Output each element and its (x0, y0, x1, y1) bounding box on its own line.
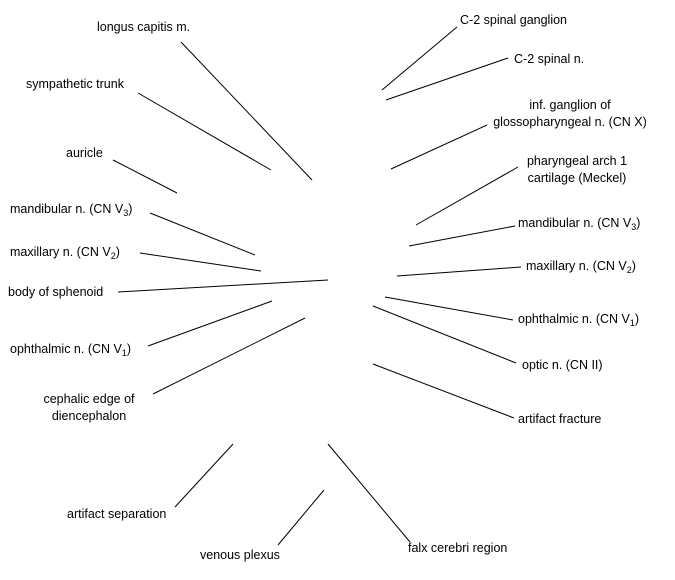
leader-c2-ganglion (381, 26, 458, 91)
leader-c2-spinal-n (385, 57, 509, 101)
label-mandibular-right: mandibular n. (CN V3) (518, 216, 641, 232)
leader-mandibular-left (149, 212, 256, 256)
label-inf-ganglion: inf. ganglion of glossopharyngeal n. (CN… (493, 98, 647, 129)
label-c2-spinal-ganglion: C-2 spinal ganglion (460, 13, 568, 27)
leader-pharyngeal-arch (415, 166, 519, 226)
leader-artifact-fracture (372, 363, 515, 419)
label-cephalic-edge: cephalic edge of diencephalon (43, 392, 135, 423)
label-optic-n: optic n. (CN II) (522, 358, 603, 372)
label-venous-plexus: venous plexus (200, 548, 280, 562)
leader-ophthalmic-right (384, 296, 514, 321)
leader-auricle (112, 159, 178, 194)
label-ophthalmic-right: ophthalmic n. (CN V1) (518, 312, 640, 328)
label-mandibular-left: mandibular n. (CN V3) (10, 202, 133, 218)
label-longus-capitis: longus capitis m. (97, 20, 191, 34)
leader-optic-n (372, 305, 517, 364)
leader-sympathetic-trunk (137, 92, 272, 171)
leader-venous-plexus (277, 489, 325, 546)
leader-artifact-separation (174, 443, 234, 508)
label-sympathetic-trunk: sympathetic trunk (26, 77, 124, 91)
label-maxillary-right: maxillary n. (CN V2) (526, 259, 636, 275)
leader-falx-cerebri (327, 443, 411, 543)
label-maxillary-left: maxillary n. (CN V2) (10, 245, 120, 261)
leader-cephalic-edge (152, 317, 306, 395)
leader-longus-capitis (180, 41, 313, 181)
label-body-of-sphenoid: body of sphenoid (8, 285, 104, 299)
leader-mandibular-right (408, 225, 516, 247)
label-c2-spinal-n: C-2 spinal n. (514, 52, 585, 66)
label-artifact-separation: artifact separation (67, 507, 167, 521)
leader-inf-ganglion (390, 124, 488, 170)
leader-maxillary-left (139, 252, 262, 272)
label-auricle: auricle (66, 146, 103, 160)
label-falx-cerebri: falx cerebri region (408, 541, 508, 555)
leader-body-of-sphenoid (117, 279, 329, 293)
label-artifact-fracture: artifact fracture (518, 412, 602, 426)
label-pharyngeal-arch: pharyngeal arch 1 cartilage (Meckel) (526, 154, 628, 185)
label-ophthalmic-left: ophthalmic n. (CN V1) (10, 342, 132, 358)
leader-maxillary-right (396, 266, 522, 277)
leader-ophthalmic-left (147, 300, 273, 347)
